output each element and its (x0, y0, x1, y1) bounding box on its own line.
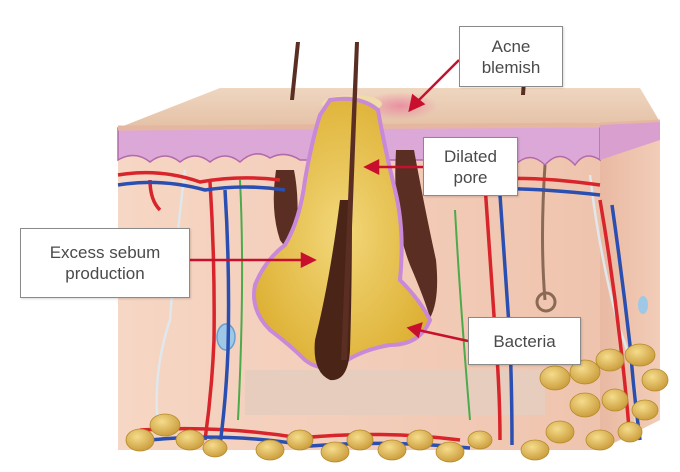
label-arrows (190, 59, 469, 343)
nerve-coil (541, 164, 547, 301)
label-pore-line1: Dilated (444, 146, 497, 166)
label-sebum-line2: production (65, 264, 145, 283)
label-acne-line1: Acne (491, 36, 531, 56)
label-bacteria: Bacteria (468, 317, 581, 365)
epidermis-side (600, 122, 660, 160)
label-dilated-pore: Dilated pore (423, 137, 518, 196)
nerve-ending-coil (535, 291, 557, 313)
nerve-green-right (454, 209, 471, 421)
hair-shaft (341, 42, 359, 360)
label-excess-sebum: Excess sebum production (20, 228, 190, 298)
fat-layer (125, 343, 669, 463)
small-corpuscle (638, 296, 648, 314)
label-sebum-line1: Excess sebum (49, 243, 161, 262)
pacinian-corpuscle (216, 323, 236, 351)
follicle-right (395, 150, 438, 318)
hair-left (290, 42, 300, 100)
label-acne-line2: blemish (481, 57, 541, 77)
nerve-fiber-left (155, 169, 187, 441)
label-pore-line2: pore (453, 167, 488, 187)
nerve-green-left (237, 179, 244, 421)
label-bacteria-line1: Bacteria (493, 331, 556, 351)
deep-dermis (245, 370, 545, 415)
label-acne-blemish: Acne blemish (459, 26, 563, 87)
